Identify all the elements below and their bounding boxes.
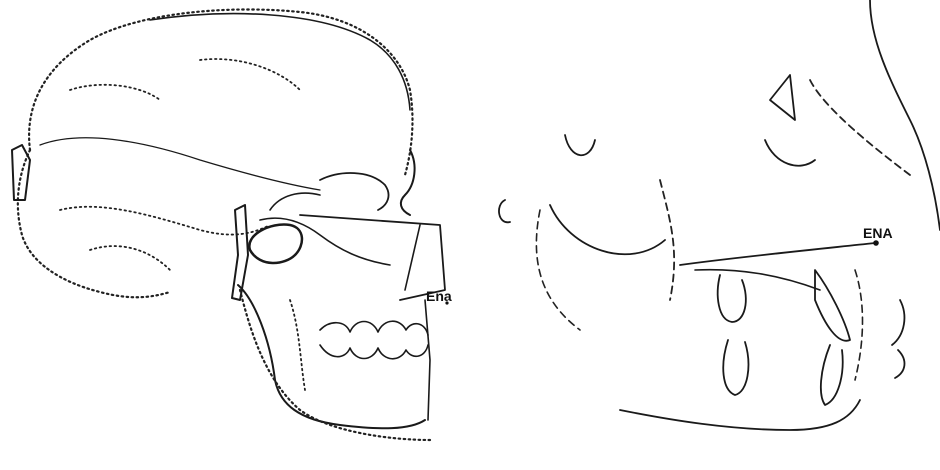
skull-drawing: [0, 0, 470, 470]
upper-molar: [718, 275, 746, 322]
ramus-line: [660, 180, 674, 300]
occipital-outline: [18, 150, 170, 297]
nasal-line: [810, 80, 910, 175]
ear-rod-circle: [499, 200, 510, 222]
skull-illustration: Ena: [0, 0, 470, 470]
upper-incisor: [815, 270, 850, 341]
orbit-outline: [320, 173, 389, 210]
temporal-texture: [60, 207, 270, 235]
lower-molar: [723, 340, 748, 395]
teeth-lower: [320, 345, 428, 359]
ena-label-right: ENA: [863, 226, 893, 240]
mandible-front: [425, 300, 430, 420]
palatal-plane: [680, 243, 875, 265]
ena-point-right: [873, 240, 879, 246]
cranial-vault-line: [150, 14, 410, 110]
teeth-row: [320, 321, 428, 335]
mandibular-notch: [550, 205, 665, 254]
posterior-ramus: [536, 210, 580, 330]
occipital-edge: [12, 145, 30, 200]
maxilla-inner: [405, 225, 420, 290]
small-arc: [565, 135, 595, 155]
hard-palate: [695, 270, 820, 290]
suture-line: [40, 138, 320, 190]
lower-lip: [895, 350, 904, 378]
upper-lip: [892, 300, 904, 345]
orbit-floor: [765, 140, 815, 166]
temporal-bone-line: [270, 193, 320, 210]
orbit-triangle: [770, 75, 795, 120]
texture-1: [70, 85, 160, 100]
cranial-vault-outline: [29, 9, 412, 175]
tooth-roots: [290, 300, 305, 390]
texture-2: [200, 59, 300, 90]
maxilla-outline: [300, 215, 445, 300]
texture-3: [90, 246, 170, 270]
mandible-lower-border: [240, 290, 430, 440]
mandible-ramus: [238, 285, 425, 428]
tracing-illustration: ENA: [470, 0, 940, 470]
alveolar-line: [855, 270, 863, 380]
lower-incisor: [821, 345, 843, 405]
ena-label-left: Ena: [426, 289, 452, 303]
soft-tissue-profile: [870, 0, 940, 230]
